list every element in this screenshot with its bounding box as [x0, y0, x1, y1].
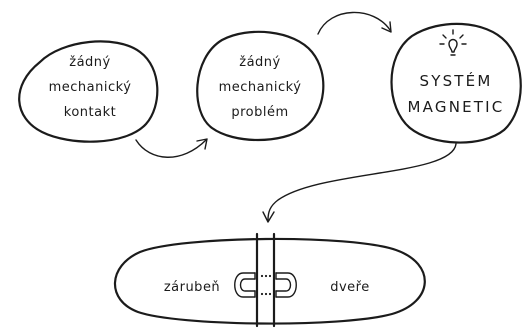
node-no-contact: žádný mechanický kontakt: [18, 40, 159, 143]
node-no-contact-outline: [18, 40, 159, 143]
node-no-problem: žádný mechanický problém: [196, 30, 325, 142]
node-magnetic-system-outline: [390, 22, 522, 144]
node-no-problem-line-1: žádný: [239, 55, 280, 70]
node-magnetic-system-line-1: SYSTÉM: [420, 71, 493, 90]
node-no-problem-line-3: problém: [231, 105, 288, 120]
arrow-problem-to-magnetic: [317, 11, 392, 35]
node-no-contact-line-2: mechanický: [49, 80, 132, 95]
door-label: dveře: [330, 280, 370, 295]
node-no-contact-line-1: žádný: [69, 55, 110, 70]
node-door-frame: zárubeň dveře: [113, 232, 426, 328]
lightbulb-icon: [439, 29, 467, 56]
node-magnetic-system-line-2: MAGNETIC: [408, 98, 505, 116]
node-door-frame-outline: [113, 237, 426, 325]
door-frame-label: zárubeň: [164, 280, 220, 295]
arrow-contact-to-problem: [135, 138, 208, 158]
magnet-pair-icon: [234, 272, 297, 298]
node-magnetic-system: SYSTÉM MAGNETIC: [390, 22, 522, 144]
node-no-problem-outline: [196, 30, 325, 142]
node-no-problem-line-2: mechanický: [219, 80, 302, 95]
arrow-magnetic-to-bottom: [262, 143, 457, 223]
node-no-contact-line-3: kontakt: [64, 105, 116, 120]
